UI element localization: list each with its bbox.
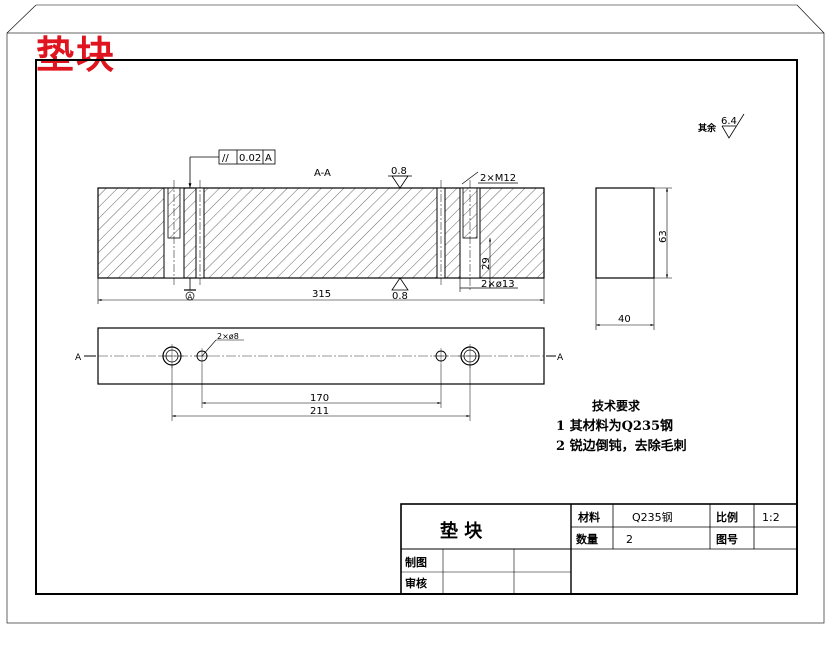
- sheet-trim-border: [6, 32, 825, 624]
- svg-text:A: A: [188, 293, 193, 301]
- note-item-1: 1 其材料为Q235钢: [556, 418, 673, 434]
- material-value: Q235钢: [632, 511, 673, 524]
- section-view: A-A // 0.02 A A 0.8 0.8 2×M12 29 2×ø13: [97, 149, 545, 304]
- part-name: 垫 块: [440, 520, 483, 542]
- scale-label: 比例: [716, 510, 738, 524]
- tolerance-value: 0.02: [239, 153, 261, 164]
- side-body: [595, 187, 655, 279]
- roughness-other-label: 其余: [698, 122, 717, 134]
- hole-spacing-dimension: 211: [310, 406, 329, 417]
- quantity-value: 2: [626, 533, 633, 546]
- roughness-symbol-bottom: [391, 277, 409, 291]
- roughness-bottom-value: 0.8: [392, 291, 408, 302]
- section-label: A-A: [314, 168, 331, 179]
- roughness-symbol-top: [391, 175, 409, 189]
- top-view: A A 2×ø8 170 211: [75, 327, 564, 421]
- material-label: 材料: [578, 510, 600, 524]
- technical-notes: 技术要求 1 其材料为Q235钢 2 锐边倒钝，去除毛刺: [556, 398, 687, 454]
- drawing-frame: [35, 59, 798, 595]
- roughness-other-symbol: [721, 113, 745, 139]
- pin-spacing-dimension: 170: [310, 393, 329, 404]
- roughness-other: 其余 6.4: [698, 113, 745, 139]
- roughness-other-value: 6.4: [721, 116, 737, 127]
- cut-plane-right: A: [557, 353, 564, 363]
- overall-length-dimension: 315: [312, 289, 331, 300]
- tolerance-datum: A: [265, 153, 272, 164]
- hole-depth-dimension: 29: [481, 257, 492, 270]
- note-item-2: 2 锐边倒钝，去除毛刺: [556, 438, 687, 454]
- scale-value: 1:2: [762, 511, 780, 524]
- quantity-label: 数量: [576, 532, 598, 546]
- drawn-label: 制图: [405, 555, 427, 569]
- checked-label: 审核: [405, 576, 427, 590]
- drawing-title: 垫块: [36, 32, 117, 77]
- title-block: 垫 块 材料 Q235钢 比例 1:2 数量 2 图号 制图 审核: [400, 503, 798, 595]
- tolerance-frame: [218, 149, 276, 165]
- tolerance-symbol: //: [222, 153, 229, 164]
- cut-plane-left: A: [75, 353, 82, 363]
- notes-heading: 技术要求: [592, 398, 641, 413]
- side-view: 63 40: [595, 187, 672, 330]
- hole-diameter-dimension: 2×ø13: [481, 279, 515, 290]
- roughness-top-value: 0.8: [391, 166, 407, 177]
- pin-holes-dimension: 2×ø8: [217, 332, 239, 341]
- drawing-no-label: 图号: [716, 533, 738, 546]
- thread-dimension: 2×M12: [480, 173, 516, 184]
- side-height-dimension: 63: [658, 230, 669, 243]
- side-width-dimension: 40: [618, 314, 631, 325]
